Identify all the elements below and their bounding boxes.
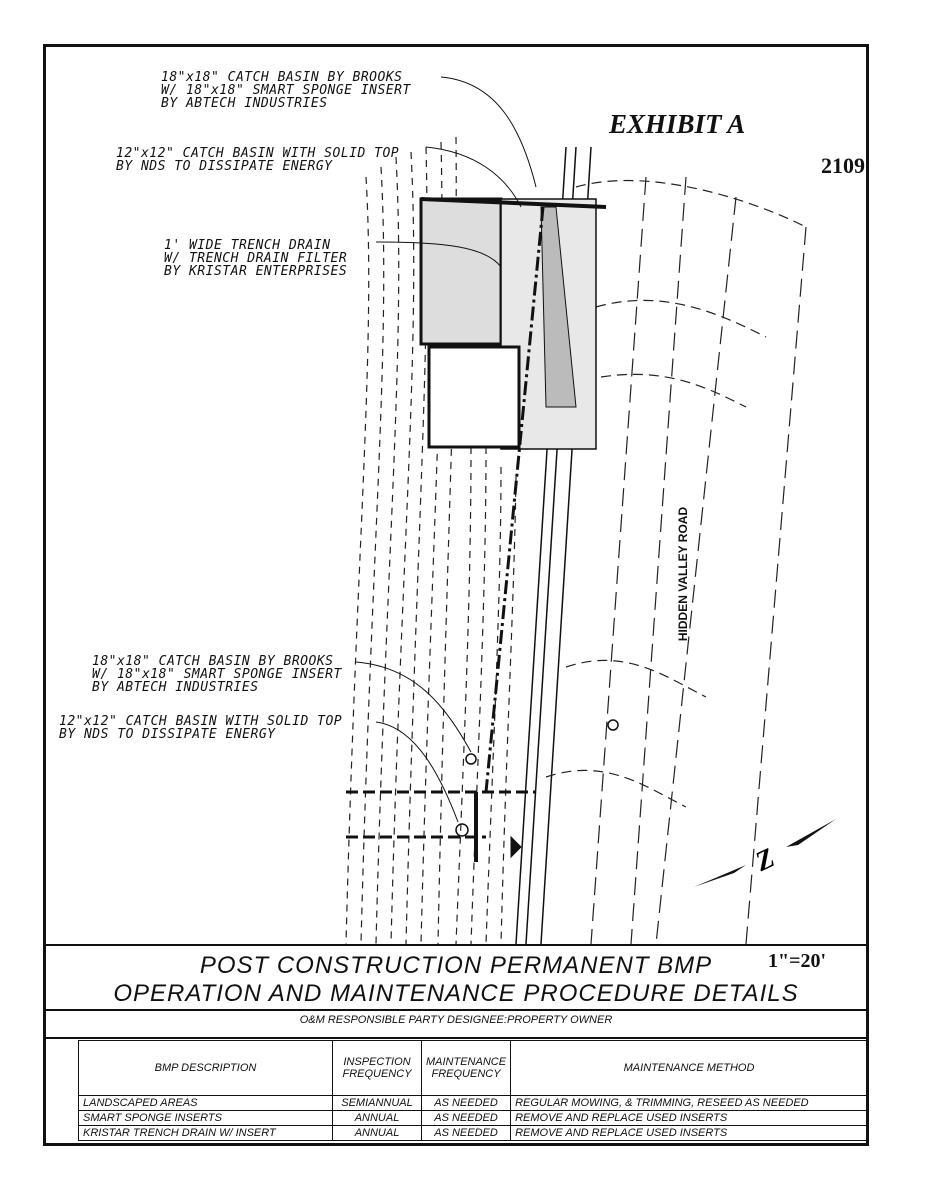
- scale-label: 1"=20': [768, 950, 827, 972]
- bmp-maintenance-table: BMP DESCRIPTION INSPECTION FREQUENCY MAI…: [78, 1040, 868, 1141]
- title-block: POST CONSTRUCTION PERMANENT BMP OPERATIO…: [46, 944, 868, 1143]
- owner-divider: [46, 1037, 866, 1039]
- north-arrow-icon: Z: [694, 819, 836, 887]
- col-inspection-frequency: INSPECTION FREQUENCY: [332, 1040, 422, 1096]
- road-label: HIDDEN VALLEY ROAD: [676, 506, 691, 642]
- cell-method: REGULAR MOWING, & TRIMMING, RESEED AS NE…: [510, 1095, 868, 1111]
- title-line-1: POST CONSTRUCTION PERMANENT BMP: [199, 952, 713, 979]
- exhibit-title: EXHIBIT A: [609, 109, 746, 139]
- svg-text:Z: Z: [750, 842, 780, 878]
- col-maintenance-method: MAINTENANCE METHOD: [510, 1040, 868, 1096]
- title-block-top-rule: [46, 944, 866, 946]
- building-pad: [419, 197, 597, 450]
- table-row: LANDSCAPED AREAS SEMIANNUAL AS NEEDED RE…: [78, 1095, 868, 1111]
- cell-inspection: SEMIANNUAL: [332, 1095, 422, 1111]
- cell-maintenance: AS NEEDED: [420, 1095, 512, 1111]
- table-header-row: BMP DESCRIPTION INSPECTION FREQUENCY MAI…: [78, 1040, 868, 1096]
- contour-lines: [345, 136, 517, 945]
- site-plan: Z EXHIBIT A 2109 18"x18" CATCH BASIN BY …: [46, 47, 866, 972]
- cell-description: KRISTAR TRENCH DRAIN W/ INSERT: [78, 1125, 333, 1141]
- cell-maintenance: AS NEEDED: [420, 1125, 512, 1141]
- trench-drain: [484, 206, 545, 793]
- cell-inspection: ANNUAL: [332, 1125, 422, 1141]
- table-row: KRISTAR TRENCH DRAIN W/ INSERT ANNUAL AS…: [78, 1125, 868, 1141]
- cell-method: REMOVE AND REPLACE USED INSERTS: [510, 1110, 868, 1126]
- utility-lines: [590, 176, 807, 945]
- drawing-sheet: Z EXHIBIT A 2109 18"x18" CATCH BASIN BY …: [43, 44, 869, 1146]
- title-line-2: OPERATION AND MAINTENANCE PROCEDURE DETA…: [113, 980, 799, 1007]
- cell-method: REMOVE AND REPLACE USED INSERTS: [510, 1125, 868, 1141]
- sheet-number: 2109: [821, 153, 865, 178]
- leader-lines: [355, 76, 537, 823]
- lower-catch-basins: [346, 719, 619, 862]
- cell-maintenance: AS NEEDED: [420, 1110, 512, 1126]
- cell-description: LANDSCAPED AREAS: [78, 1095, 333, 1111]
- cell-inspection: ANNUAL: [332, 1110, 422, 1126]
- responsible-party: O&M RESPONSIBLE PARTY DESIGNEE:PROPERTY …: [299, 1014, 613, 1026]
- table-row: SMART SPONGE INSERTS ANNUAL AS NEEDED RE…: [78, 1110, 868, 1126]
- cell-description: SMART SPONGE INSERTS: [78, 1110, 333, 1126]
- site-plan-drawing: Z: [345, 76, 836, 945]
- title-divider: [46, 1009, 866, 1011]
- col-maintenance-frequency: MAINTENANCE FREQUENCY: [420, 1040, 512, 1096]
- col-bmp-description: BMP DESCRIPTION: [78, 1040, 333, 1096]
